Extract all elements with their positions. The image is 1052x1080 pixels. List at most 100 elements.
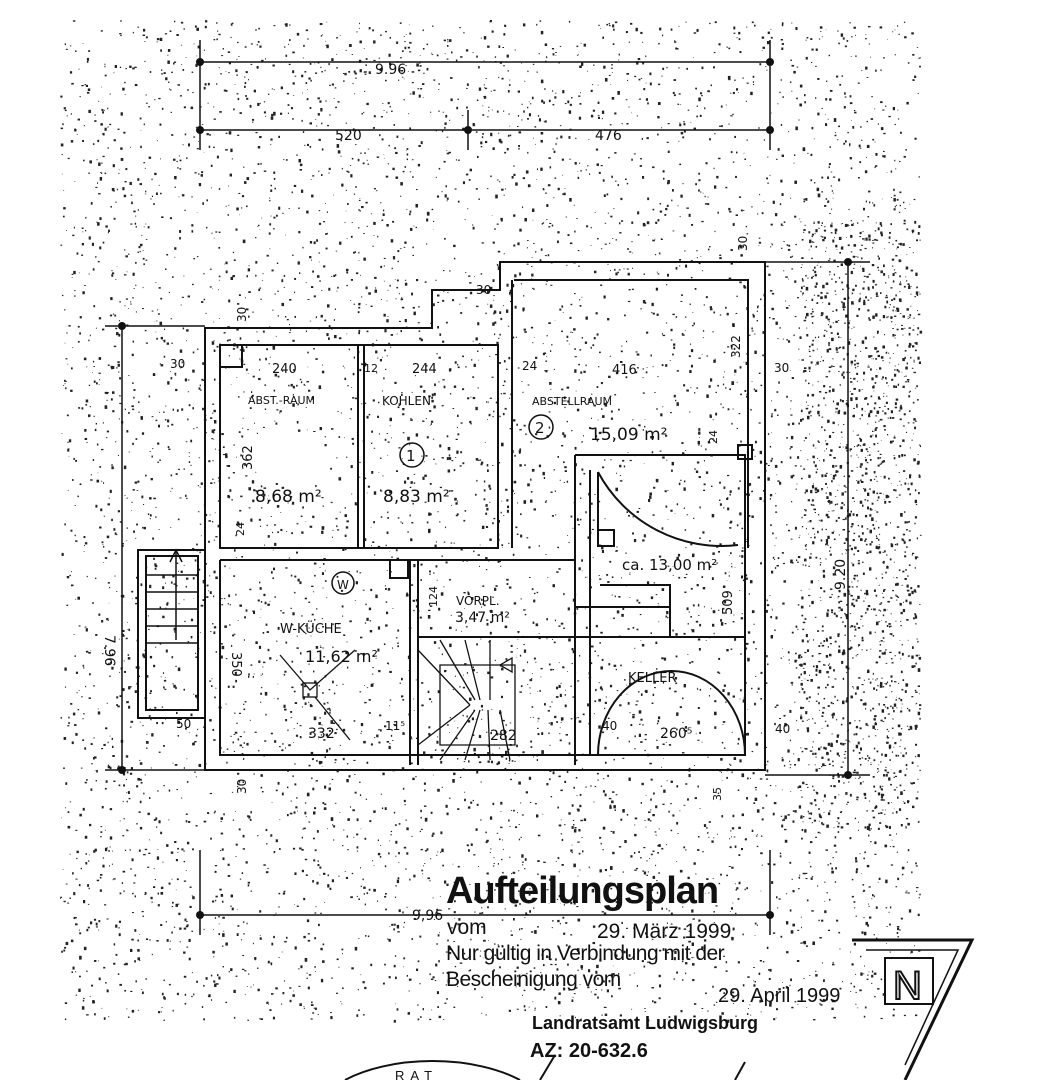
speckle-dot (696, 387, 699, 389)
speckle-dot (292, 775, 294, 777)
speckle-dot (636, 510, 639, 513)
speckle-dot (641, 137, 643, 140)
speckle-dot (870, 118, 874, 120)
speckle-dot (400, 330, 402, 333)
speckle-dot (441, 653, 443, 656)
speckle-dot (180, 304, 182, 306)
speckle-dot (602, 980, 605, 983)
speckle-dot (500, 826, 503, 829)
speckle-dot (812, 308, 814, 310)
speckle-dot (95, 256, 97, 258)
speckle-dot (878, 420, 880, 422)
speckle-dot (81, 407, 84, 410)
speckle-dot (104, 647, 106, 650)
speckle-dot (213, 482, 216, 484)
speckle-dot (336, 684, 338, 686)
speckle-dot (118, 371, 120, 373)
speckle-dot (278, 135, 280, 138)
speckle-dot (222, 446, 225, 448)
speckle-dot (301, 869, 304, 873)
speckle-dot (212, 623, 214, 625)
speckle-dot (767, 31, 770, 34)
speckle-dot (664, 214, 667, 216)
speckle-dot (296, 647, 299, 649)
speckle-dot (413, 564, 416, 568)
speckle-dot (69, 897, 71, 899)
speckle-dot (837, 831, 840, 833)
speckle-dot (479, 565, 480, 567)
speckle-dot (318, 261, 320, 263)
speckle-dot (690, 366, 693, 368)
speckle-dot (904, 578, 907, 580)
speckle-dot (585, 364, 587, 367)
speckle-dot (436, 195, 440, 198)
speckle-dot (800, 290, 802, 293)
speckle-dot (805, 634, 808, 638)
speckle-dot (742, 984, 745, 987)
speckle-dot (486, 507, 489, 511)
speckle-dot (337, 286, 339, 289)
speckle-dot (409, 486, 412, 488)
speckle-dot (907, 487, 910, 491)
speckle-dot (311, 1001, 313, 1004)
speckle-dot (658, 555, 662, 558)
speckle-dot (444, 194, 447, 198)
speckle-dot (277, 375, 280, 378)
speckle-dot (239, 337, 242, 340)
speckle-dot (412, 306, 415, 309)
speckle-dot (318, 170, 320, 172)
speckle-dot (736, 88, 738, 91)
speckle-dot (631, 288, 634, 290)
speckle-dot (683, 936, 686, 939)
speckle-dot (765, 747, 767, 748)
speckle-dot (596, 772, 599, 775)
speckle-dot (433, 572, 435, 574)
speckle-dot (702, 330, 705, 332)
speckle-dot (233, 1016, 236, 1019)
speckle-dot (164, 419, 167, 421)
speckle-dot (223, 598, 226, 600)
speckle-dot (828, 324, 829, 326)
speckle-dot (893, 776, 895, 778)
speckle-dot (798, 888, 800, 890)
speckle-dot (722, 585, 726, 588)
speckle-dot (99, 246, 102, 250)
speckle-dot (314, 849, 317, 852)
speckle-dot (116, 332, 119, 336)
speckle-dot (766, 769, 769, 773)
speckle-dot (326, 749, 329, 753)
speckle-dot (328, 689, 331, 691)
speckle-dot (222, 945, 224, 947)
speckle-dot (549, 744, 551, 746)
speckle-dot (877, 496, 880, 499)
speckle-dot (498, 362, 501, 364)
speckle-dot (252, 499, 255, 503)
speckle-dot (861, 873, 862, 874)
speckle-dot (168, 81, 170, 83)
speckle-dot (257, 41, 260, 43)
speckle-dot (257, 967, 259, 969)
speckle-dot (690, 121, 692, 123)
speckle-dot (886, 300, 889, 304)
speckle-dot (790, 791, 792, 792)
speckle-dot (502, 547, 503, 548)
speckle-dot (742, 77, 744, 79)
speckle-dot (685, 573, 688, 575)
speckle-dot (290, 496, 293, 498)
speckle-dot (135, 284, 137, 286)
speckle-dot (125, 637, 128, 640)
speckle-dot (797, 1003, 799, 1005)
speckle-dot (493, 310, 497, 314)
speckle-dot (127, 622, 128, 623)
speckle-dot (194, 559, 197, 562)
speckle-dot (232, 22, 234, 24)
speckle-dot (896, 707, 898, 709)
speckle-dot (913, 198, 916, 201)
speckle-dot (112, 410, 115, 413)
speckle-dot (136, 523, 138, 526)
speckle-dot (478, 198, 480, 200)
speckle-dot (281, 951, 283, 953)
speckle-dot (552, 889, 554, 892)
speckle-dot (211, 678, 213, 680)
speckle-dot (873, 785, 876, 788)
